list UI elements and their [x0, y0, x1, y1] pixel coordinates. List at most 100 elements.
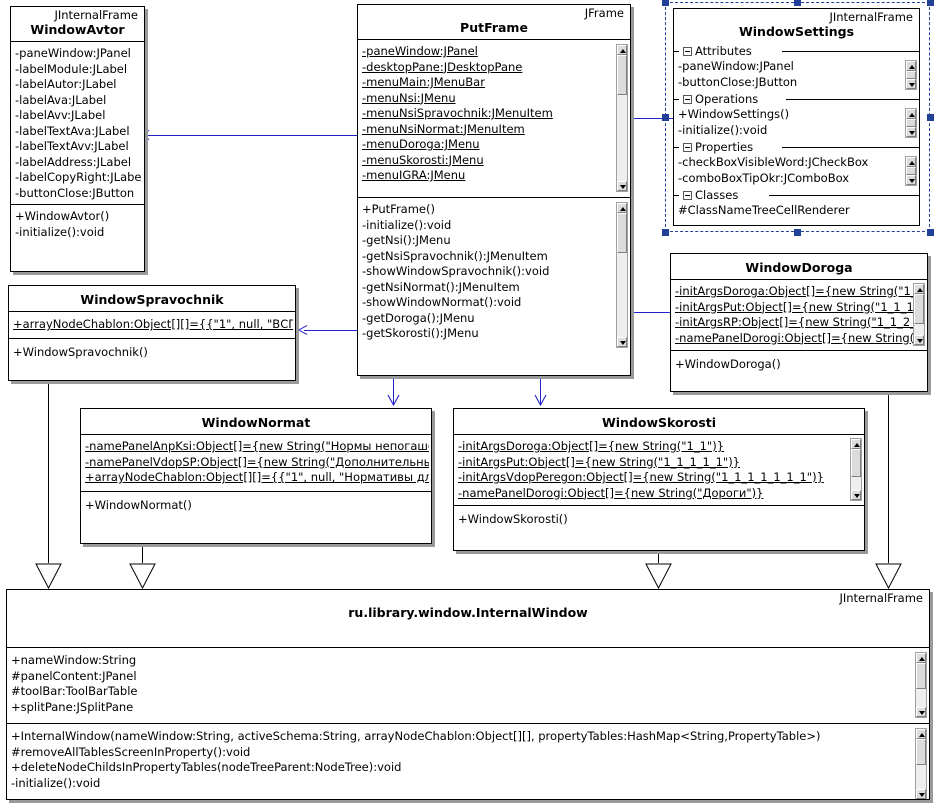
attribute-row: -namePanelAnpKsi:Object[]={new String("Н… [85, 439, 429, 453]
group-label: Attributes [695, 44, 752, 58]
scroll-down-icon[interactable] [916, 789, 926, 799]
selection-handle-top-center[interactable] [794, 0, 801, 6]
class-header-window-settings: JInternalFrame WindowSettings [674, 9, 919, 43]
attributes-scrollbar[interactable] [913, 283, 925, 346]
operations-scrollbar[interactable] [915, 728, 927, 799]
scroll-up-icon[interactable] [906, 109, 916, 119]
class-box-window-normat[interactable]: WindowNormat -namePanelAnpKsi:Object[]={… [80, 408, 432, 544]
group-header-operations[interactable]: Operations [674, 92, 919, 107]
scroll-up-icon[interactable] [906, 61, 916, 71]
attribute-row: -initArgsRP:Object[]={new String("1_1_2_ [675, 315, 916, 329]
attribute-row: -labelModule:JLabel [15, 61, 128, 76]
scrollbar-track[interactable] [914, 294, 924, 335]
operation-row: -showWindowNormat():void [362, 295, 522, 309]
scrollbar-thumb[interactable] [906, 71, 916, 79]
operations-scrollbar[interactable] [616, 202, 628, 348]
scrollbar-thumb[interactable] [851, 449, 861, 477]
selection-handle-middle-left[interactable] [662, 114, 669, 121]
selection-handle-top-left[interactable] [662, 0, 669, 6]
operation-row: +WindowNormat() [85, 498, 192, 512]
scrollbar-thumb[interactable] [906, 119, 916, 127]
group-header-attributes[interactable]: Attributes [674, 44, 919, 59]
scroll-up-icon[interactable] [916, 729, 926, 739]
attribute-row: -paneWindow:JPanel [362, 44, 478, 58]
scrollbar-thumb[interactable] [916, 663, 926, 689]
scrollbar-track[interactable] [916, 663, 926, 707]
selection-handle-middle-right[interactable] [927, 114, 934, 121]
group-line-left [674, 99, 679, 100]
attribute-row: -initArgsDoroga:Object[]={new String("1_… [458, 439, 725, 453]
scroll-up-icon[interactable] [851, 439, 861, 449]
class-stereotype: JInternalFrame [839, 591, 923, 605]
scroll-down-icon[interactable] [851, 490, 861, 500]
scrollbar-track[interactable] [617, 55, 627, 181]
operation-row: -initialize():void [362, 217, 452, 232]
scroll-down-icon[interactable] [617, 181, 627, 191]
collapse-toggle-icon[interactable] [683, 143, 692, 152]
scroll-up-icon[interactable] [906, 157, 916, 167]
class-name: PutFrame [460, 20, 528, 35]
generalization-triangle-doroga [875, 563, 902, 589]
selection-handle-bottom-right[interactable] [927, 229, 934, 236]
scrollbar-track[interactable] [617, 213, 627, 337]
scrollbar-thumb[interactable] [914, 294, 924, 324]
scrollbar-thumb[interactable] [916, 739, 926, 765]
operations-compartment: +WindowNormat() [81, 491, 431, 538]
class-box-window-doroga[interactable]: WindowDoroga -initArgsDoroga:Object[]={n… [670, 253, 928, 392]
collapse-toggle-icon[interactable] [683, 47, 692, 56]
class-box-window-avtor[interactable]: JInternalFrame WindowAvtor -paneWindow:J… [10, 6, 145, 272]
operations-compartment: +WindowSpravochnik() [9, 338, 295, 374]
group-header-properties[interactable]: Properties [674, 140, 919, 155]
attributes-scrollbar[interactable] [616, 44, 628, 192]
scrollbar-thumb[interactable] [617, 213, 627, 253]
scroll-down-icon[interactable] [617, 337, 627, 347]
scrollbar-track[interactable] [851, 449, 861, 490]
class-box-put-frame[interactable]: JFrame PutFrame -paneWindow:JPanel -desk… [357, 4, 631, 376]
scroll-down-icon[interactable] [914, 335, 924, 345]
scrollbar-thumb[interactable] [617, 55, 627, 95]
class-box-internal-window[interactable]: JInternalFrame ru.library.window.Interna… [6, 589, 930, 800]
class-row: #ClassNameTreeCellRenderer [678, 203, 850, 217]
attributes-compartment: +nameWindow:String #panelContent:JPanel … [7, 647, 929, 723]
attributes-scrollbar[interactable] [850, 438, 862, 501]
selection-handle-top-right[interactable] [927, 0, 934, 6]
scroll-down-icon[interactable] [906, 79, 916, 89]
scrollbar-track[interactable] [916, 739, 926, 789]
attribute-row: -labelAddress:JLabel [15, 154, 132, 169]
operations-compartment: +WindowSkorosti() [454, 505, 864, 538]
class-box-window-skorosti[interactable]: WindowSkorosti -initArgsDoroga:Object[]=… [453, 408, 865, 551]
class-stereotype: JInternalFrame [54, 8, 138, 22]
scrollbar-track[interactable] [906, 167, 916, 175]
attribute-row: -namePanelDorogi:Object[]={new String("Д… [458, 485, 764, 500]
scroll-down-icon[interactable] [916, 707, 926, 717]
attributes-scrollbar[interactable] [915, 652, 927, 718]
class-name: WindowDoroga [745, 260, 853, 275]
class-stereotype: JFrame [584, 6, 624, 20]
class-box-window-spravochnik[interactable]: WindowSpravochnik +arrayNodeChablon:Obje… [8, 285, 296, 381]
scroll-up-icon[interactable] [617, 203, 627, 213]
attribute-row: -menuNsiNormat:JMenuItem [362, 121, 525, 136]
scrollbar-track[interactable] [906, 119, 916, 127]
attribute-row: -menuIGRA:JMenu [362, 168, 466, 182]
scroll-up-icon[interactable] [916, 653, 926, 663]
scroll-up-icon[interactable] [617, 45, 627, 55]
operation-row: -getSkorosti():JMenu [362, 326, 479, 340]
scrollbar-track[interactable] [906, 71, 916, 79]
collapse-toggle-icon[interactable] [683, 95, 692, 104]
operations-scrollbar[interactable] [905, 108, 917, 138]
class-header-internal-window: JInternalFrame ru.library.window.Interna… [7, 590, 929, 647]
scroll-up-icon[interactable] [914, 284, 924, 294]
class-box-window-settings[interactable]: JInternalFrame WindowSettings Attributes… [673, 8, 920, 226]
scroll-down-icon[interactable] [906, 175, 916, 185]
scrollbar-thumb[interactable] [906, 167, 916, 175]
attribute-row: -namePanelDorogi:Object[]={new String(" [675, 330, 920, 345]
selection-handle-bottom-center[interactable] [794, 229, 801, 236]
class-name: WindowNormat [201, 415, 311, 430]
group-header-classes[interactable]: Classes [674, 188, 919, 203]
properties-scrollbar[interactable] [905, 156, 917, 186]
attributes-scrollbar[interactable] [905, 60, 917, 90]
scroll-down-icon[interactable] [906, 127, 916, 137]
selection-handle-bottom-left[interactable] [662, 229, 669, 236]
collapse-toggle-icon[interactable] [683, 191, 692, 200]
generalization-stem-doroga [888, 392, 889, 563]
